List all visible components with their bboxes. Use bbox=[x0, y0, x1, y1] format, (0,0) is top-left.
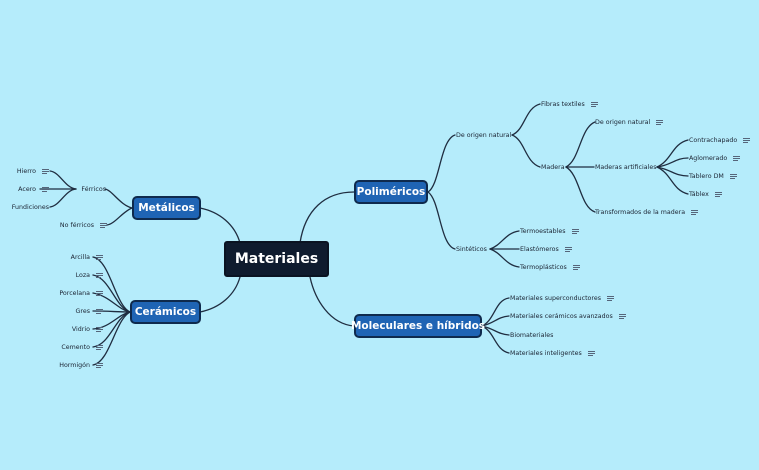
notes-icon[interactable] bbox=[733, 155, 741, 161]
topic-termoplasticos[interactable]: Termoplásticos bbox=[520, 262, 580, 272]
branch-polimericos[interactable]: Poliméricos bbox=[354, 180, 428, 204]
notes-icon[interactable] bbox=[590, 101, 598, 107]
topic-label: Cemento bbox=[61, 343, 90, 351]
topic-fundiciones[interactable]: Fundiciones bbox=[0, 202, 49, 212]
notes-icon[interactable] bbox=[564, 246, 572, 252]
topic-arcilla[interactable]: Arcilla bbox=[40, 252, 103, 262]
topic-elastomeros[interactable]: Elastómeros bbox=[520, 244, 572, 254]
topic-label: Transformados de la madera bbox=[595, 208, 686, 216]
topic-porcelana[interactable]: Porcelana bbox=[40, 288, 103, 298]
topic-maderas-artificiales[interactable]: Maderas artificiales bbox=[595, 162, 657, 172]
notes-icon[interactable] bbox=[571, 228, 579, 234]
notes-icon[interactable] bbox=[96, 272, 103, 278]
topic-termoestables[interactable]: Termoestables bbox=[520, 226, 579, 236]
notes-icon[interactable] bbox=[587, 350, 595, 356]
topic-tablex[interactable]: Táblex bbox=[689, 189, 722, 199]
notes-icon[interactable] bbox=[96, 326, 103, 332]
topic-ceramicos-avanzados[interactable]: Materiales cerámicos avanzados bbox=[510, 311, 626, 321]
notes-icon[interactable] bbox=[714, 191, 722, 197]
topic-label: De origen natural bbox=[595, 118, 651, 126]
topic-loza[interactable]: Loza bbox=[40, 270, 103, 280]
topic-label: Materiales cerámicos avanzados bbox=[510, 312, 613, 320]
notes-icon[interactable] bbox=[607, 295, 615, 301]
topic-aglomerado[interactable]: Aglomerado bbox=[689, 153, 741, 163]
topic-sinteticos[interactable]: Sintéticos bbox=[456, 244, 487, 254]
topic-contrachapado[interactable]: Contrachapado bbox=[689, 135, 751, 145]
topic-label: Arcilla bbox=[70, 253, 90, 261]
topic-label: Contrachapado bbox=[689, 136, 738, 144]
notes-icon[interactable] bbox=[743, 137, 751, 143]
topic-label: Acero bbox=[18, 185, 36, 193]
topic-label: Loza bbox=[75, 271, 90, 279]
topic-label: Hormigón bbox=[59, 361, 90, 369]
topic-label: Madera bbox=[541, 163, 565, 171]
branch-moleculares[interactable]: Moleculares e híbridos bbox=[351, 314, 485, 338]
topic-acero[interactable]: Acero bbox=[0, 184, 49, 194]
topic-label: Sintéticos bbox=[456, 245, 487, 253]
topic-label: Gres bbox=[75, 307, 91, 315]
topic-madera-origen-natural[interactable]: De origen natural bbox=[595, 117, 664, 127]
topic-superconductores[interactable]: Materiales superconductores bbox=[510, 293, 615, 303]
topic-transformados[interactable]: Transformados de la madera bbox=[595, 207, 699, 217]
topic-origen-natural[interactable]: De origen natural bbox=[456, 130, 511, 140]
topic-label: Fundiciones bbox=[11, 203, 49, 211]
topic-label: Maderas artificiales bbox=[595, 163, 657, 171]
topic-label: Porcelana bbox=[59, 289, 90, 297]
topic-hormigon[interactable]: Hormigón bbox=[40, 360, 103, 370]
topic-biomateriales[interactable]: Biomateriales bbox=[510, 330, 553, 340]
topic-label: Tablero DM bbox=[689, 172, 724, 180]
topic-no-ferricos[interactable]: No férricos bbox=[40, 220, 107, 230]
topic-madera[interactable]: Madera bbox=[541, 162, 565, 172]
notes-icon[interactable] bbox=[691, 209, 699, 215]
topic-label: No férricos bbox=[59, 221, 94, 229]
notes-icon[interactable] bbox=[42, 186, 49, 192]
branch-ceramicos[interactable]: Cerámicos bbox=[130, 300, 201, 324]
topic-label: Aglomerado bbox=[689, 154, 728, 162]
topic-gres[interactable]: Gres bbox=[40, 306, 103, 316]
topic-tablero-dm[interactable]: Tablero DM bbox=[689, 171, 737, 181]
topic-label: Férricos bbox=[81, 185, 106, 193]
topic-fibras-textiles[interactable]: Fibras textiles bbox=[541, 99, 598, 109]
topic-hierro[interactable]: Hierro bbox=[0, 166, 49, 176]
topic-label: Táblex bbox=[689, 190, 709, 198]
notes-icon[interactable] bbox=[96, 308, 103, 314]
notes-icon[interactable] bbox=[729, 173, 737, 179]
topic-label: Termoplásticos bbox=[520, 263, 567, 271]
notes-icon[interactable] bbox=[42, 168, 49, 174]
notes-icon[interactable] bbox=[572, 264, 580, 270]
topic-label: Fibras textiles bbox=[541, 100, 585, 108]
topic-label: Hierro bbox=[16, 167, 36, 175]
topic-label: Vidrio bbox=[71, 325, 90, 333]
topic-vidrio[interactable]: Vidrio bbox=[40, 324, 103, 334]
topic-label: Biomateriales bbox=[510, 331, 554, 339]
branch-metalicos[interactable]: Metálicos bbox=[132, 196, 201, 220]
topic-cemento[interactable]: Cemento bbox=[40, 342, 103, 352]
notes-icon[interactable] bbox=[96, 344, 103, 350]
notes-icon[interactable] bbox=[96, 254, 103, 260]
central-topic[interactable]: Materiales bbox=[224, 241, 329, 277]
topic-ferricos[interactable]: Férricos bbox=[60, 184, 106, 194]
topic-label: De origen natural bbox=[456, 131, 512, 139]
notes-icon[interactable] bbox=[656, 119, 664, 125]
notes-icon[interactable] bbox=[96, 290, 103, 296]
topic-inteligentes[interactable]: Materiales inteligentes bbox=[510, 348, 595, 358]
notes-icon[interactable] bbox=[618, 313, 626, 319]
topic-label: Materiales superconductores bbox=[510, 294, 602, 302]
notes-icon[interactable] bbox=[96, 362, 103, 368]
topic-label: Materiales inteligentes bbox=[510, 349, 582, 357]
topic-label: Elastómeros bbox=[520, 245, 559, 253]
topic-label: Termoestables bbox=[520, 227, 566, 235]
notes-icon[interactable] bbox=[100, 222, 107, 228]
